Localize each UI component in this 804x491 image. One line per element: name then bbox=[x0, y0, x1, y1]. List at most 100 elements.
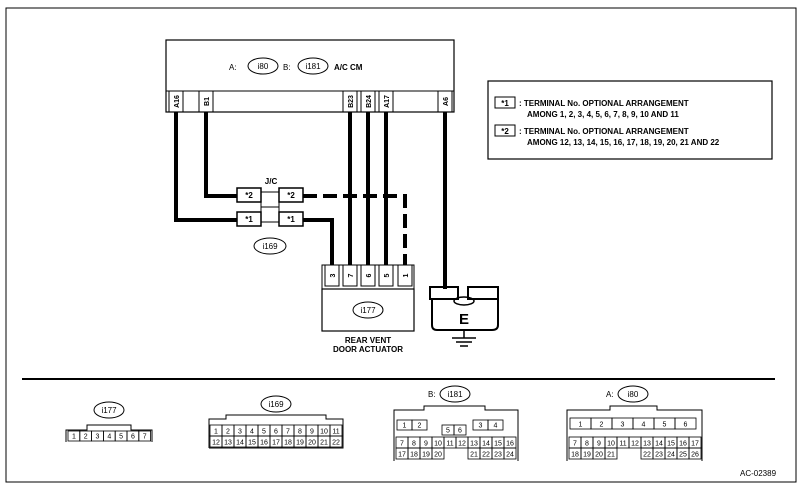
cv-i169-pin-1: 1 bbox=[214, 429, 218, 436]
cv-i80-pin-6: 6 bbox=[684, 422, 688, 429]
cv-i169-pin-19: 19 bbox=[296, 440, 304, 447]
cv-i181-pin-12: 12 bbox=[458, 441, 466, 448]
ecm-pin-A16: A16 bbox=[174, 95, 181, 108]
ecm-name: A/C CM bbox=[334, 63, 363, 72]
cv-i80-pin-12: 12 bbox=[631, 441, 639, 448]
cv-i169-pin-16: 16 bbox=[260, 440, 268, 447]
actuator-pin-cell-3 bbox=[324, 264, 340, 287]
actuator-pin-cell-5 bbox=[378, 264, 394, 287]
ground-terminal-right bbox=[467, 286, 499, 300]
cv-i80-pin-23: 23 bbox=[655, 452, 663, 459]
cv-i169-pin-5: 5 bbox=[262, 429, 266, 436]
legend-line-2a: : TERMINAL No. OPTIONAL ARRANGEMENT bbox=[519, 127, 689, 136]
cv-i181-label: i181 bbox=[447, 390, 463, 399]
outer-frame bbox=[5, 7, 797, 483]
cv-i181-pin-18: 18 bbox=[410, 452, 418, 459]
actuator-pin-6: 6 bbox=[366, 273, 373, 277]
cv-i181-prefix: B: bbox=[428, 390, 436, 399]
cv-i181-pin-14: 14 bbox=[482, 441, 490, 448]
cv-i177-cell-7 bbox=[138, 430, 152, 442]
cv-i181-cell-24 bbox=[503, 447, 517, 460]
legend-mark-1-box bbox=[494, 96, 516, 109]
ecm-conn-b-oval bbox=[297, 57, 329, 75]
cv-i169-pin-4: 4 bbox=[250, 429, 254, 436]
wire-b1 bbox=[204, 112, 237, 198]
cv-i181-pin-10: 10 bbox=[434, 441, 442, 448]
cv-i169-pin-10: 10 bbox=[320, 429, 328, 436]
cv-i181-cell-6 bbox=[453, 424, 467, 436]
cv-i177-label: i177 bbox=[101, 406, 117, 415]
cv-i80-pin-2: 2 bbox=[600, 422, 604, 429]
cv-i169-pin-13: 13 bbox=[224, 440, 232, 447]
cv-i169-pin-22: 22 bbox=[332, 440, 340, 447]
jc-conn-oval bbox=[253, 237, 287, 255]
jc-left-star1-text: *1 bbox=[245, 215, 253, 224]
ground-terminal-left bbox=[429, 286, 459, 300]
ground-label: E bbox=[459, 311, 469, 328]
cv-i80-pin-16: 16 bbox=[679, 441, 687, 448]
cv-i177-pin-2: 2 bbox=[84, 434, 88, 441]
actuator-pin-7: 7 bbox=[348, 273, 355, 277]
cv-i80-pin-25: 25 bbox=[679, 452, 687, 459]
cv-i169-pin-15: 15 bbox=[248, 440, 256, 447]
cv-i169-pin-9: 9 bbox=[310, 429, 314, 436]
actuator-name-line2: DOOR ACTUATOR bbox=[333, 345, 403, 354]
cv-i169-pin-3: 3 bbox=[238, 429, 242, 436]
ground-joint bbox=[453, 296, 475, 306]
cv-i181-pin-21: 21 bbox=[470, 452, 478, 459]
cv-i181-pin-2: 2 bbox=[418, 423, 422, 430]
cv-i181-pin-7: 7 bbox=[400, 441, 404, 448]
jc-right-star2-text: *2 bbox=[287, 191, 295, 200]
cv-i169-label: i169 bbox=[268, 400, 284, 409]
cv-i169-pin-6: 6 bbox=[274, 429, 278, 436]
cv-i181-outline bbox=[393, 405, 519, 461]
cv-i169-oval bbox=[260, 395, 292, 413]
ground: E bbox=[429, 286, 499, 347]
cv-i181-pin-22: 22 bbox=[482, 452, 490, 459]
cv-i181-pin-23: 23 bbox=[494, 452, 502, 459]
cv-i80-pin-22: 22 bbox=[643, 452, 651, 459]
cv-i169-pin-21: 21 bbox=[320, 440, 328, 447]
cv-i80-label: i80 bbox=[628, 390, 639, 399]
cv-i169-pin-18: 18 bbox=[284, 440, 292, 447]
cv-i80-pin-24: 24 bbox=[667, 452, 675, 459]
cv-i177-pin-3: 3 bbox=[96, 434, 100, 441]
cv-i181-pin-9: 9 bbox=[424, 441, 428, 448]
ecm-label-a: A: bbox=[229, 63, 237, 72]
cv-i80-pin-19: 19 bbox=[583, 452, 591, 459]
cv-i177-outline bbox=[65, 424, 153, 442]
actuator-pin-3: 3 bbox=[330, 273, 337, 277]
wires bbox=[174, 112, 447, 289]
wire-jc2-pin1 bbox=[303, 194, 407, 265]
cv-i80-pin-1: 1 bbox=[579, 422, 583, 429]
cv-i181-pin-6: 6 bbox=[458, 428, 462, 435]
cv-i80-outline bbox=[566, 405, 703, 461]
cv-i181-pin-20: 20 bbox=[434, 452, 442, 459]
cv-i181-pin-11: 11 bbox=[446, 441, 453, 448]
actuator-pin-cell-1 bbox=[397, 264, 413, 287]
cv-i80-cell-6 bbox=[674, 417, 697, 430]
cv-i80-pin-18: 18 bbox=[571, 452, 579, 459]
actuator-name-line1: REAR VENT bbox=[345, 336, 391, 345]
actuator-pin-5: 5 bbox=[384, 273, 391, 277]
cv-i181-pin-3: 3 bbox=[479, 423, 483, 430]
cv-i181-pin-5: 5 bbox=[446, 428, 450, 435]
cv-i169-pin-8: 8 bbox=[298, 429, 302, 436]
legend-line-1b: AMONG 1, 2, 3, 4, 5, 6, 7, 8, 9, 10 AND … bbox=[527, 110, 679, 119]
cv-i169-pin-7: 7 bbox=[286, 429, 290, 436]
cv-i80-cell-21 bbox=[604, 447, 618, 460]
cv-i80-pin-20: 20 bbox=[595, 452, 603, 459]
jc-name: J/C bbox=[265, 177, 278, 186]
cv-i177-oval bbox=[93, 401, 125, 419]
cv-i80-pin-14: 14 bbox=[655, 441, 663, 448]
